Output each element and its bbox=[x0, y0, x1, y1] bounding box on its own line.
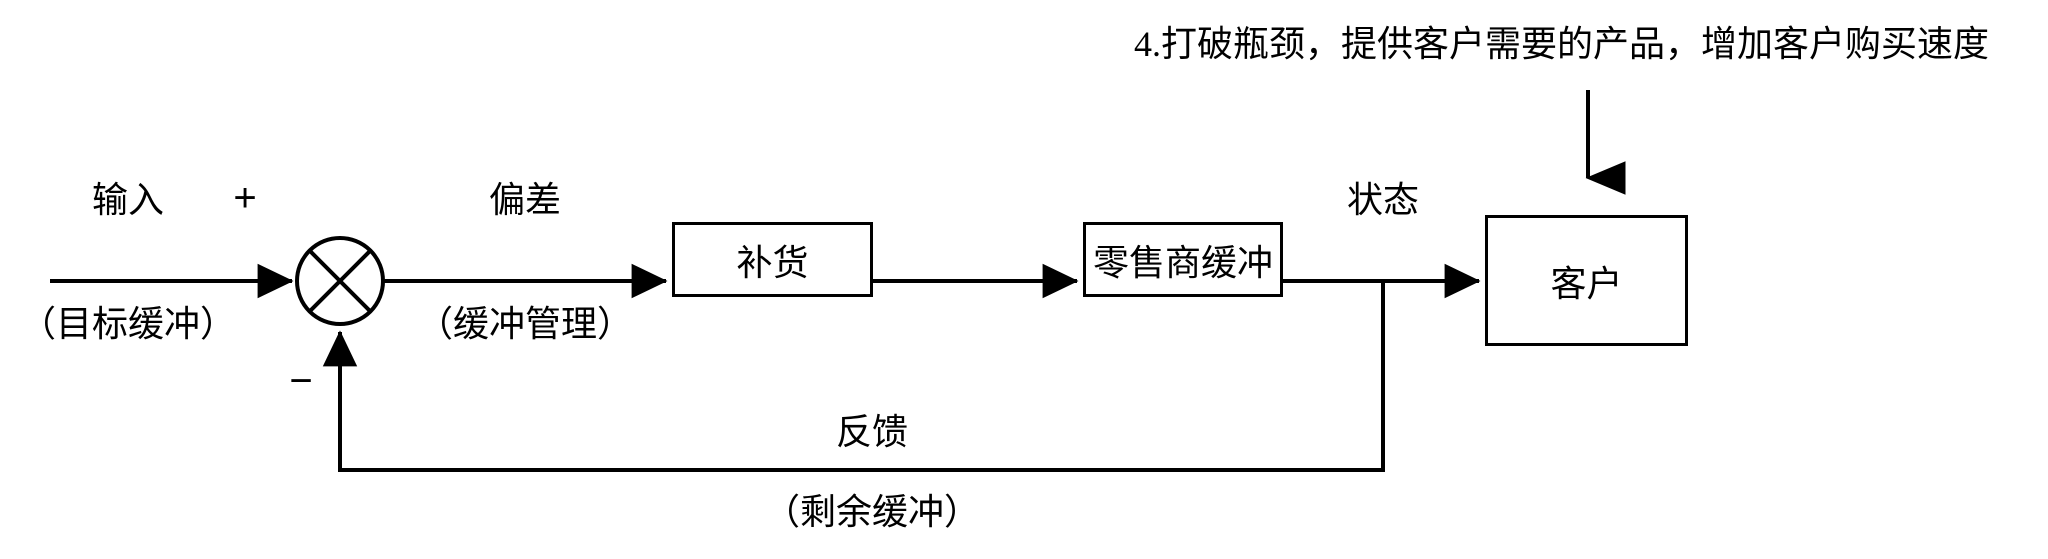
error-label: 偏差 bbox=[488, 180, 562, 220]
minus-sign-label: − bbox=[289, 359, 313, 403]
feedback-label: 反馈 bbox=[835, 412, 909, 452]
input-label: 输入 bbox=[91, 180, 165, 220]
block-customer[interactable]: 客户 bbox=[1485, 215, 1688, 346]
input-sublabel: （目标缓冲） bbox=[19, 304, 237, 344]
block-replenishment-label: 补货 bbox=[736, 242, 809, 283]
annotation-note: 4.打破瓶颈，提供客户需要的产品，增加客户购买速度 bbox=[1134, 24, 1990, 64]
error-sublabel: （缓冲管理） bbox=[416, 304, 634, 344]
block-replenishment[interactable]: 补货 bbox=[672, 222, 873, 297]
feedback-sublabel: （剩余缓冲） bbox=[763, 492, 981, 532]
block-retailer-buffer-label: 零售商缓冲 bbox=[1092, 242, 1273, 283]
block-retailer-buffer[interactable]: 零售商缓冲 bbox=[1083, 222, 1283, 297]
block-customer-label: 客户 bbox=[1550, 263, 1623, 304]
feedback-path bbox=[322, 281, 1385, 472]
plus-sign-label: + bbox=[233, 176, 257, 220]
state-label: 状态 bbox=[1346, 180, 1420, 220]
summing-junction-cross-b bbox=[309, 250, 371, 312]
